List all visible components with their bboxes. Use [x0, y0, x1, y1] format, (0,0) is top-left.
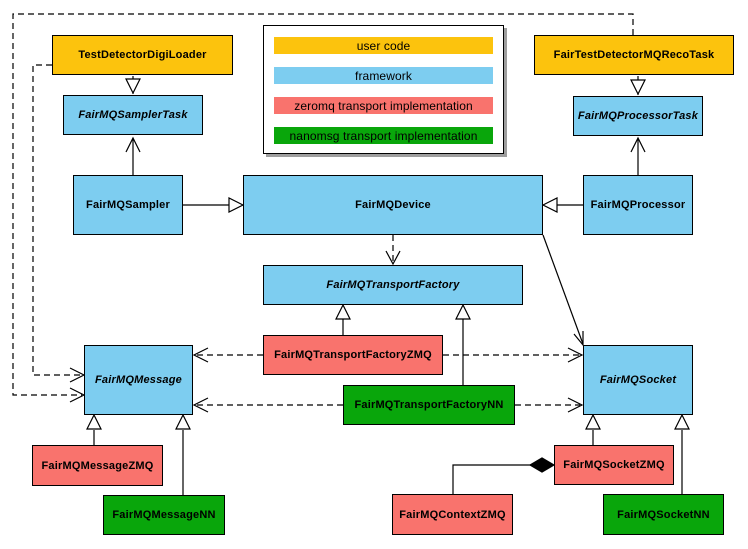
node-fairmqsamplertask: FairMQSamplerTask [63, 95, 203, 135]
edge-contextzmq-socketzmq-composition [452, 457, 556, 494]
node-fairmqtransportfactory: FairMQTransportFactory [263, 265, 523, 305]
node-fairtestdetectormqrecotask: FairTestDetectorMQRecoTask [534, 35, 734, 75]
legend-item-framework: framework [274, 67, 493, 84]
node-fairmqcontextzmq: FairMQContextZMQ [392, 494, 513, 535]
edge-messagezmq-message-inheritance [86, 413, 102, 445]
edge-processor-device-inheritance [541, 197, 583, 213]
node-fairmqtransportfactoryzmq: FairMQTransportFactoryZMQ [263, 335, 443, 375]
node-fairmqsocket: FairMQSocket [583, 345, 693, 415]
node-fairmqtransportfactorynn: FairMQTransportFactoryNN [343, 385, 515, 425]
edge-sampler-samplertask-arrow [125, 136, 141, 175]
node-fairmqmessage: FairMQMessage [84, 345, 193, 415]
node-fairmqsocketzmq: FairMQSocketZMQ [554, 445, 674, 485]
edge-messagenn-message-inheritance [175, 413, 191, 495]
node-fairmqmessagezmq: FairMQMessageZMQ [32, 445, 163, 486]
edge-processor-processortask-arrow [630, 136, 646, 175]
edge-sampler-device-inheritance [183, 197, 245, 213]
node-fairmqprocessor: FairMQProcessor [583, 175, 693, 235]
edge-factorynn-message-dependency [192, 397, 343, 413]
edge-socketnn-socket-inheritance [674, 413, 690, 494]
node-fairmqsampler: FairMQSampler [73, 175, 183, 235]
edge-factorynn-transportfactory-inheritance [455, 303, 471, 385]
edge-socketzmq-socket-inheritance [585, 413, 601, 445]
edge-device-transportfactory-dependency [385, 235, 401, 266]
node-fairmqdevice: FairMQDevice [243, 175, 543, 235]
legend-item-nanomsg: nanomsg transport implementation [274, 127, 493, 144]
edge-factoryzmq-message-dependency [192, 347, 263, 363]
node-fairmqmessagenn: FairMQMessageNN [103, 495, 225, 535]
legend: user code framework zeromq transport imp… [263, 25, 504, 154]
node-testdetectordigiloader: TestDetectorDigiLoader [52, 35, 233, 75]
edge-recotask-processortask-inheritance [630, 76, 646, 96]
edge-device-socket-arrow [542, 234, 584, 347]
node-fairmqprocessortask: FairMQProcessorTask [573, 96, 703, 136]
edge-factoryzmq-socket-dependency [443, 347, 584, 363]
edge-factorynn-socket-dependency [515, 397, 584, 413]
legend-item-zeromq: zeromq transport implementation [274, 97, 493, 114]
node-fairmqsocketnn: FairMQSocketNN [603, 494, 724, 535]
legend-item-user-code: user code [274, 37, 493, 54]
edge-digiloader-samplertask-inheritance [125, 76, 141, 95]
edge-factoryzmq-transportfactory-inheritance [335, 303, 351, 335]
